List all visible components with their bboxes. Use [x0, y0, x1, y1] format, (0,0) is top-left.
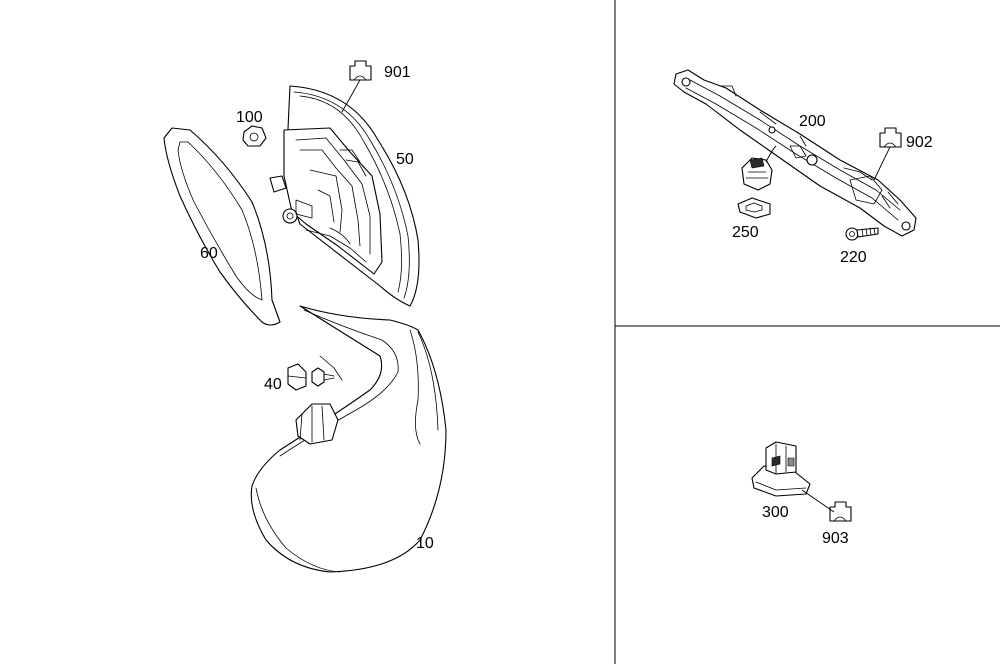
symbol-901	[341, 60, 372, 113]
part-300-plug[interactable]	[751, 441, 811, 497]
label-50: 50	[396, 151, 414, 168]
label-220: 220	[840, 249, 867, 266]
label-60: 60	[200, 245, 218, 262]
part-250-seal[interactable]	[737, 197, 771, 219]
symbol-903	[801, 489, 852, 522]
label-250: 250	[732, 224, 759, 241]
part-10-housing-cover[interactable]	[250, 305, 447, 573]
label-902: 902	[906, 134, 933, 151]
part-40-nut-stud[interactable]	[287, 363, 335, 391]
symbol-902	[873, 127, 902, 181]
label-100: 100	[236, 109, 263, 126]
label-300: 300	[762, 504, 789, 521]
part-50-mirror-glass[interactable]	[269, 85, 420, 307]
part-60-gasket[interactable]	[163, 127, 281, 326]
label-903: 903	[822, 530, 849, 547]
part-100-nut[interactable]	[242, 125, 267, 147]
part-250-connector[interactable]	[741, 145, 777, 191]
part-200-bracket[interactable]	[673, 69, 917, 237]
part-220-screw[interactable]	[845, 227, 879, 241]
label-901: 901	[384, 64, 411, 81]
label-200: 200	[799, 113, 826, 130]
label-10: 10	[416, 535, 434, 552]
label-40: 40	[264, 376, 282, 393]
